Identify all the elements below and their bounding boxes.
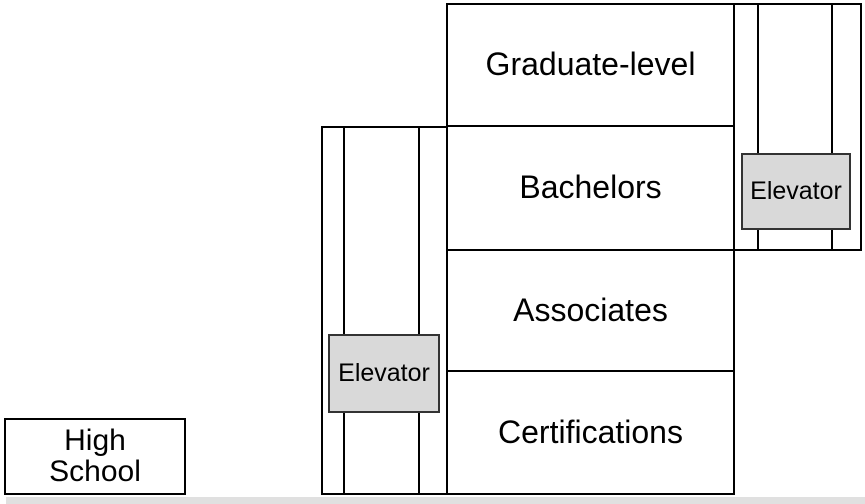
high-school-label: High School	[49, 423, 141, 488]
high-school-box: High School	[4, 418, 186, 495]
right-elevator-label: Elevator	[750, 177, 842, 205]
floor-associates: Associates	[513, 291, 668, 328]
floor-graduate-level: Graduate-level	[485, 46, 696, 83]
floor-divider-associates-certifications	[446, 370, 735, 372]
left-elevator-car: Elevator	[328, 334, 440, 413]
right-shaft-rail-line	[831, 5, 833, 250]
floor-bachelors: Bachelors	[519, 169, 662, 206]
right-elevator-shaft	[734, 3, 862, 251]
left-elevator-label: Elevator	[338, 359, 430, 387]
ground-strip	[6, 497, 865, 504]
left-shaft-rail-line	[343, 128, 345, 493]
left-shaft-rail-line	[418, 128, 420, 493]
floor-divider-graduate-bachelors	[446, 125, 735, 127]
right-elevator-car: Elevator	[741, 153, 851, 230]
left-elevator-shaft	[321, 126, 448, 495]
right-shaft-rail-line	[757, 5, 759, 250]
floor-divider-bachelors-associates	[446, 249, 862, 251]
floor-certifications: Certifications	[498, 413, 683, 450]
